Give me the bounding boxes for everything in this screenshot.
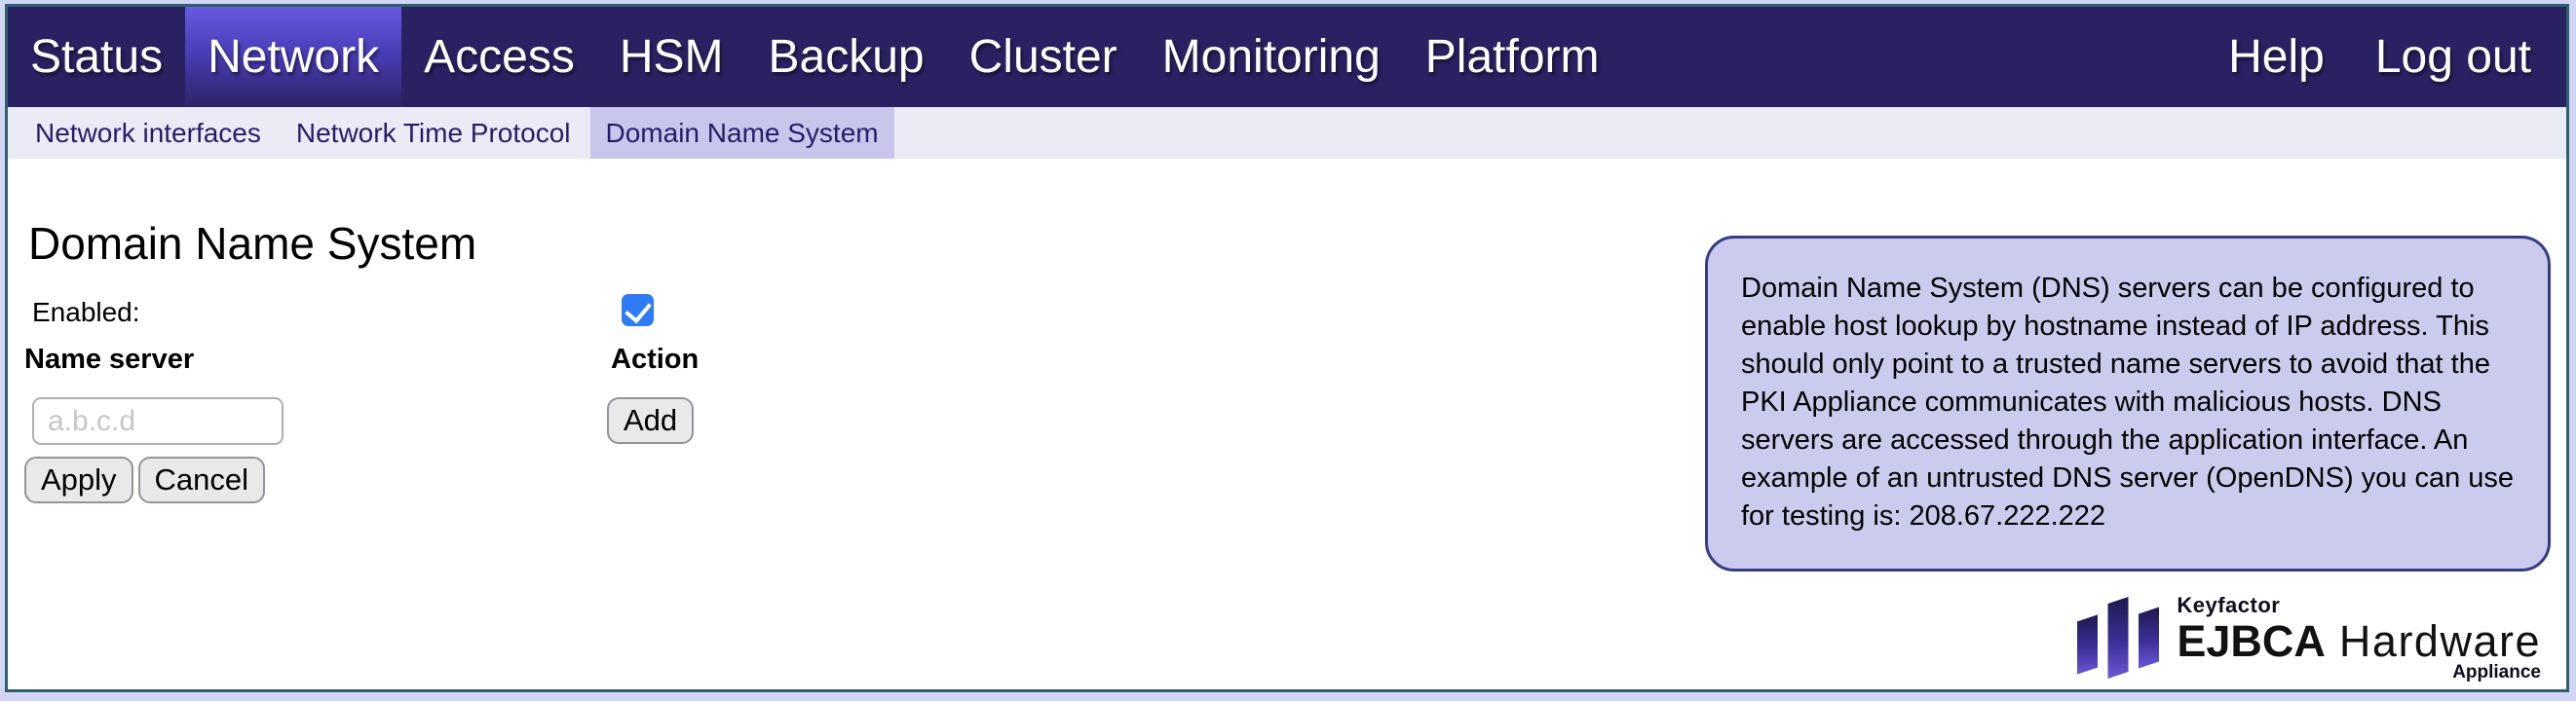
- nav-cluster[interactable]: Cluster: [968, 31, 1118, 83]
- nav-access[interactable]: Access: [424, 31, 575, 83]
- logo-product: EJBCA Hardware: [2177, 615, 2541, 666]
- apply-button[interactable]: Apply: [24, 457, 133, 503]
- action-column-header: Action: [611, 344, 700, 375]
- nav-backup[interactable]: Backup: [768, 31, 925, 83]
- logo-product-hardware: Hardware: [2338, 615, 2541, 666]
- page-frame: Status Network Access HSM Backup Cluster…: [5, 4, 2569, 692]
- subnav-network-time-protocol[interactable]: Network Time Protocol: [295, 117, 571, 148]
- cancel-button[interactable]: Cancel: [137, 457, 266, 503]
- nav-monitoring[interactable]: Monitoring: [1161, 31, 1381, 83]
- name-server-input[interactable]: [32, 397, 284, 445]
- page-title: Domain Name System: [28, 218, 477, 269]
- subnav-domain-name-system[interactable]: Domain Name System: [589, 107, 894, 159]
- nav-help[interactable]: Help: [2228, 31, 2325, 83]
- subnav-network-interfaces[interactable]: Network interfaces: [35, 117, 261, 148]
- logo-product-ejbca: EJBCA: [2177, 615, 2326, 666]
- nav-logout[interactable]: Log out: [2374, 31, 2531, 83]
- main-content: Domain Name System Enabled: Name server …: [8, 159, 2566, 689]
- form-actions: Apply Cancel: [24, 457, 266, 503]
- sub-navigation: Network interfaces Network Time Protocol…: [8, 107, 2566, 159]
- keyfactor-ejbca-logo: Keyfactor EJBCA Hardware Appliance: [2077, 593, 2541, 683]
- keyfactor-bars-icon: [2077, 597, 2160, 680]
- logo-text: Keyfactor EJBCA Hardware Appliance: [2177, 593, 2541, 683]
- nav-platform[interactable]: Platform: [1424, 31, 1600, 83]
- nav-hsm[interactable]: HSM: [619, 31, 724, 83]
- add-button[interactable]: Add: [607, 397, 695, 444]
- dns-help-text: Domain Name System (DNS) servers can be …: [1741, 273, 2515, 532]
- nav-spacer: [1622, 7, 2204, 107]
- logo-subtitle: Appliance: [2452, 662, 2541, 683]
- enabled-label: Enabled:: [32, 297, 140, 327]
- top-navigation: Status Network Access HSM Backup Cluster…: [8, 7, 2566, 107]
- name-server-column-header: Name server: [24, 344, 195, 375]
- nav-network[interactable]: Network: [185, 7, 402, 107]
- logo-brand: Keyfactor: [2177, 592, 2281, 617]
- enabled-checkbox[interactable]: [622, 294, 654, 326]
- dns-help-info-box: Domain Name System (DNS) servers can be …: [1705, 236, 2551, 572]
- nav-status[interactable]: Status: [30, 31, 164, 83]
